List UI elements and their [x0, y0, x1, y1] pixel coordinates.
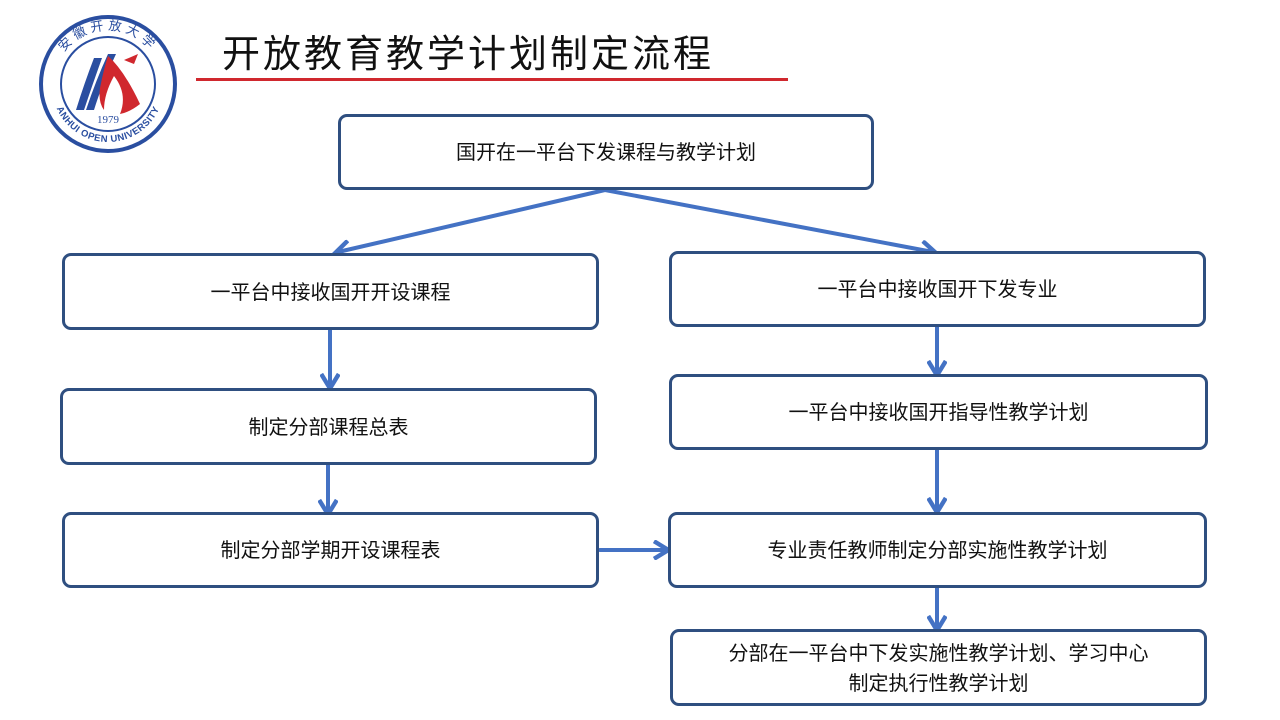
node-label: 一平台中接收国开下发专业 [817, 277, 1058, 301]
node-label: 制定分部课程总表 [248, 414, 409, 439]
node-receive-courses: 一平台中接收国开开设课程 [62, 253, 599, 330]
node-receive-guiding-plan: 一平台中接收国开指导性教学计划 [669, 374, 1208, 450]
node-issue-execution-plan: 分部在一平台中下发实施性教学计划、学习中心 制定执行性教学计划 [670, 629, 1207, 706]
node-semester-course-table: 制定分部学期开设课程表 [62, 512, 599, 588]
node-label-line1: 分部在一平台中下发实施性教学计划、学习中心 [728, 640, 1149, 665]
arrow-n1-to-n3 [603, 188, 933, 252]
logo-year: 1979 [97, 114, 120, 126]
university-logo: 安徽开放大学 ANHUI OPEN UNIVERSITY 1979 [39, 15, 177, 153]
node-implementation-plan: 专业责任教师制定分部实施性教学计划 [668, 512, 1207, 588]
node-label: 国开在一平台下发课程与教学计划 [456, 140, 756, 164]
page-title: 开放教育教学计划制定流程 [222, 32, 715, 76]
node-label: 制定分部学期开设课程表 [220, 538, 441, 562]
node-guokai-issue-plan: 国开在一平台下发课程与教学计划 [338, 114, 874, 190]
node-course-master-table: 制定分部课程总表 [60, 388, 597, 465]
node-label: 专业责任教师制定分部实施性教学计划 [767, 538, 1108, 562]
logo-emblem [76, 54, 140, 114]
arrow-n1-to-n2 [338, 188, 607, 252]
title-underline [196, 78, 788, 81]
node-label: 一平台中接收国开开设课程 [210, 279, 451, 304]
node-receive-majors: 一平台中接收国开下发专业 [669, 251, 1206, 327]
node-label: 一平台中接收国开指导性教学计划 [788, 400, 1089, 424]
node-label-line2: 制定执行性教学计划 [848, 670, 1029, 695]
